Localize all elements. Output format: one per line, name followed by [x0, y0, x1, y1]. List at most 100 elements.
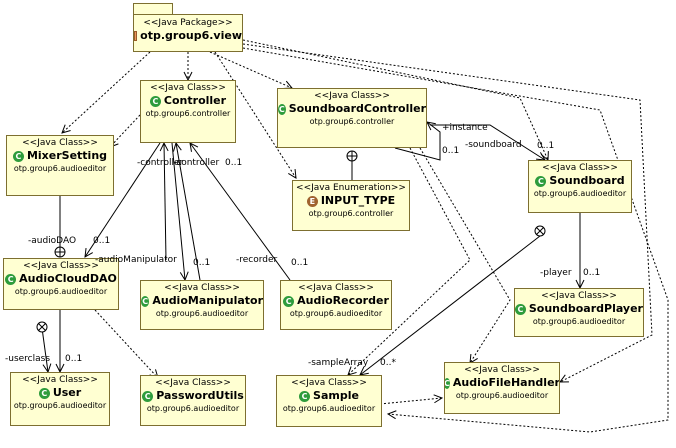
label-audio-dao-mult: 0..1	[93, 236, 111, 246]
label-audio-dao-role: -audioDAO	[28, 236, 77, 246]
class-icon: C	[12, 150, 24, 162]
label-userclass-role: -userclass	[5, 354, 51, 364]
assoc-soundboard-sample	[360, 235, 541, 375]
class-package: otp.group6.audioeditor	[533, 189, 627, 198]
class-stereotype: <<Java Class>>	[541, 291, 617, 301]
class-icon: C	[141, 295, 150, 307]
label-soundboard-role: -soundboard	[465, 140, 522, 150]
package-title: otp.group6.view	[134, 29, 242, 43]
class-name: AudioRecorder	[297, 294, 389, 307]
label-audio-manipulator-role: -audioManipulator	[95, 255, 177, 265]
package-name: otp.group6.view	[140, 29, 242, 42]
label-instance-mult: 0..1	[442, 146, 460, 156]
label-userclass-mult: 0..1	[65, 354, 83, 364]
class-package: otp.group6.audioeditor	[13, 164, 107, 173]
label-controller-role-b: -controller	[173, 158, 220, 168]
class-stereotype: <<Java Class>>	[150, 83, 226, 93]
class-name: MixerSetting	[26, 149, 108, 162]
class-stereotype: <<Java Class>>	[314, 91, 390, 101]
class-package: otp.group6.audioeditor	[146, 404, 240, 413]
dep-sbc-audiofilehandler	[419, 147, 511, 363]
class-package: otp.group6.audioeditor	[155, 309, 249, 318]
class-stereotype: <<Java Class>>	[23, 261, 99, 271]
dep-clouddao-passwordutils	[94, 309, 158, 378]
package-tab	[133, 3, 173, 15]
dep-view-soundboardcontroller	[209, 51, 292, 88]
class-icon: C	[515, 303, 526, 315]
dep-sample-audiofilehandler	[379, 398, 442, 405]
class-package: otp.group6.controller	[145, 109, 231, 118]
class-stereotype: <<Java Class>>	[164, 283, 240, 293]
class-icon: C	[38, 387, 50, 399]
label-player-role: -player	[540, 268, 572, 278]
class-package: otp.group6.audioeditor	[13, 401, 107, 410]
class-package: otp.group6.controller	[309, 117, 395, 126]
label-soundboard-mult: 0..1	[537, 141, 555, 151]
class-package: otp.group6.audioeditor	[14, 287, 108, 296]
assoc-clouddao-user-2	[41, 327, 48, 372]
class-stereotype: <<Java Class>>	[291, 378, 367, 388]
class-name: SoundboardController	[288, 102, 426, 115]
label-sample-array-mult: 0..*	[380, 358, 396, 368]
label-player-mult: 0..1	[583, 268, 601, 278]
class-name: AudioManipulator	[152, 294, 263, 307]
class-package: otp.group6.audioeditor	[532, 317, 626, 326]
dep-view-inputtype	[214, 51, 296, 178]
label-recorder-mult: 0..1	[291, 258, 309, 268]
class-stereotype: <<Java Class>>	[155, 378, 231, 388]
dep-view-audiofilehandler	[242, 43, 653, 382]
dep-view-mixersetting	[62, 51, 151, 133]
assoc-controller-audiomanipulator	[171, 142, 185, 280]
label-controller-role-a: -controller	[137, 158, 184, 168]
class-name: INPUT_TYPE	[320, 194, 396, 207]
class-name: Sample	[313, 389, 359, 402]
assoc-audiorecorder-controller	[190, 143, 291, 281]
class-name: User	[52, 386, 82, 399]
assoc-sbc-self	[394, 122, 441, 161]
class-package: otp.group6.controller	[308, 209, 394, 218]
class-name: AudioCloudDAO	[19, 272, 117, 285]
class-icon: C	[283, 295, 295, 307]
label-sample-array-role: -sampleArray	[308, 358, 369, 368]
class-stereotype: <<Java Class>>	[298, 283, 374, 293]
class-name: Controller	[163, 94, 227, 107]
class-stereotype: <<Java Enumeration>>	[296, 183, 406, 193]
class-package: otp.group6.audioeditor	[455, 391, 549, 400]
class-icon: C	[444, 377, 450, 389]
label-controller-mult: 0..1	[225, 158, 243, 168]
package-otp-group6-view[interactable]: <<Java Package>> otp.group6.view	[133, 14, 243, 52]
class-name: Soundboard	[549, 174, 625, 187]
class-icon: C	[535, 175, 547, 187]
class-stereotype: <<Java Class>>	[464, 365, 540, 375]
assoc-controller-clouddao	[85, 142, 161, 257]
class-icon: C	[5, 273, 17, 285]
class-stereotype: <<Java Class>>	[22, 138, 98, 148]
class-stereotype: <<Java Class>>	[542, 163, 618, 173]
class-stereotype: <<Java Class>>	[22, 375, 98, 385]
class-icon: C	[299, 390, 311, 402]
assoc-audiomanipulator-controller-2	[164, 143, 166, 261]
class-icon: C	[142, 390, 154, 402]
assoc-sbc-soundboard	[430, 124, 545, 160]
